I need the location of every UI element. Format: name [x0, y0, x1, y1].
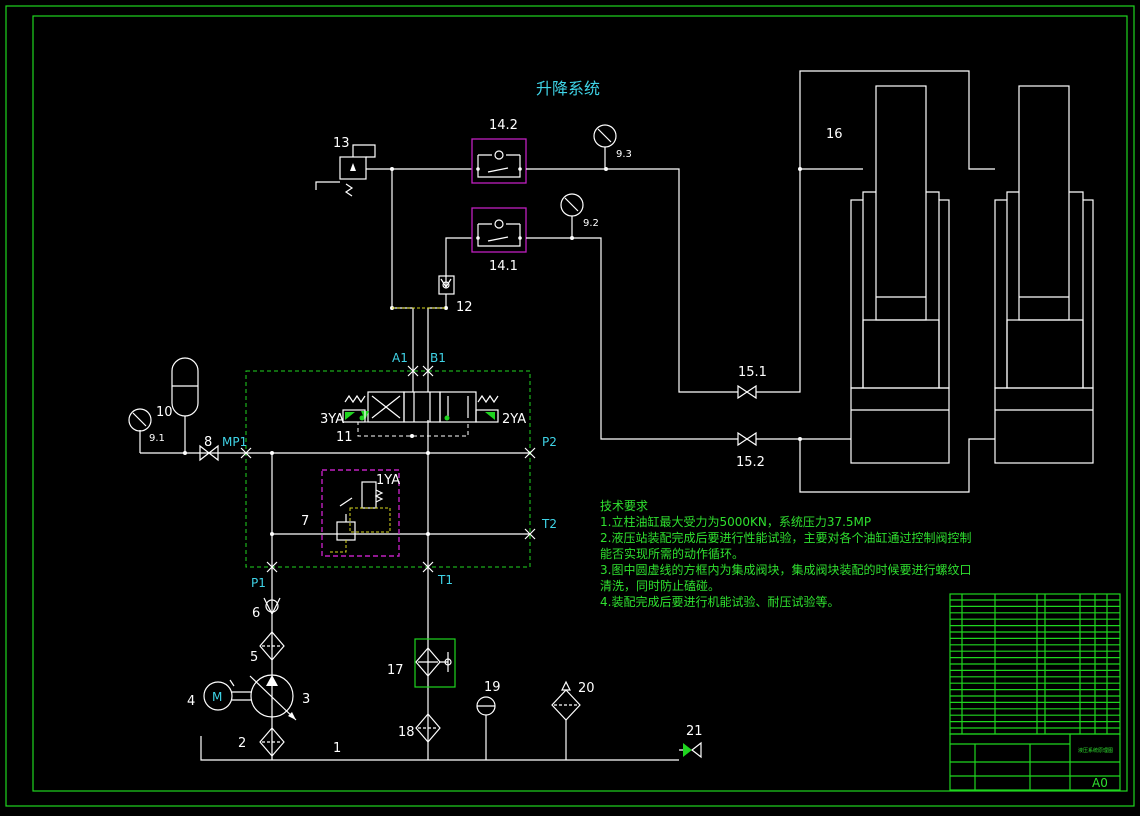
label-17: 17	[387, 663, 404, 678]
cooler-box	[414, 638, 456, 688]
diagram-title: 升降系统	[536, 79, 600, 98]
line-to-15-2	[526, 237, 738, 440]
label-5: 5	[250, 650, 258, 665]
tech-line: 3.图中圆虚线的方框内为集成阀块，集成阀块装配的时候要进行螺纹口	[600, 562, 971, 577]
port-b1-label: B1	[430, 351, 446, 365]
drain-valve-21	[679, 741, 702, 759]
solenoid-3ya-label: 3YA	[320, 412, 344, 427]
throttle-check-14-2	[476, 150, 522, 178]
pressure-gauge-9-3	[593, 124, 617, 169]
port-t2-label: T2	[541, 517, 557, 531]
tech-line: 1.立柱油缸最大受力为5000KN，系统压力37.5MP	[600, 514, 871, 529]
label-9-3: 9.3	[616, 149, 632, 160]
label-2: 2	[238, 736, 246, 751]
line-to-15-1	[526, 168, 738, 393]
label-16: 16	[826, 127, 843, 142]
inner-frame	[32, 15, 1128, 792]
label-13: 13	[333, 136, 350, 151]
filter-2	[259, 727, 285, 757]
parts-list-table	[949, 593, 1121, 735]
label-15-2: 15.2	[736, 455, 765, 470]
label-20: 20	[578, 681, 595, 696]
air-filter-20	[551, 680, 581, 760]
label-9-1: 9.1	[149, 433, 165, 444]
port-mp1-label: MP1	[222, 435, 247, 449]
throttle-check-14-1	[476, 219, 522, 247]
cylinder-16-right	[994, 85, 1094, 464]
label-6: 6	[252, 606, 260, 621]
tech-line: 清洗，同时防止磕碰。	[600, 578, 720, 593]
label-19: 19	[484, 680, 501, 695]
title-block: 液压系统原理图 A0	[949, 733, 1121, 791]
port-a1-label: A1	[392, 351, 408, 365]
relief-valve-box	[321, 469, 400, 557]
directional-valve-11	[342, 391, 499, 438]
line-cylinder-top	[756, 70, 995, 393]
solenoid-2ya-label: 2YA	[502, 412, 526, 427]
label-21: 21	[686, 724, 703, 739]
label-8: 8	[204, 435, 212, 450]
pressure-gauge-9-2	[560, 193, 584, 238]
label-7: 7	[301, 514, 309, 529]
pump-3	[249, 674, 297, 721]
label-18: 18	[398, 725, 415, 740]
port-p1-label: P1	[251, 576, 266, 590]
port-t1-label: T1	[437, 573, 453, 587]
manifold-block	[245, 370, 531, 568]
relief-valve-7	[330, 481, 391, 553]
label-15-1: 15.1	[738, 365, 767, 380]
label-11: 11	[336, 430, 353, 445]
tank-1	[200, 736, 679, 761]
ball-valve-8	[199, 444, 219, 462]
motor-4	[203, 679, 252, 711]
tech-heading: 技术要求	[600, 499, 648, 513]
throttle-box-14-2	[471, 138, 527, 184]
sheet-size: A0	[1092, 776, 1108, 790]
check-valve-6	[263, 597, 281, 616]
filter-5	[259, 631, 285, 661]
label-3: 3	[302, 692, 310, 707]
pressure-gauge-9-1	[128, 408, 152, 432]
accumulator-10	[171, 357, 199, 453]
pilot-check-valve-12	[438, 275, 455, 295]
label-10: 10	[156, 405, 173, 420]
cylinder-16-left	[850, 85, 950, 464]
outer-frame	[5, 5, 1135, 807]
throttle-box-14-1	[471, 207, 527, 253]
label-4: 4	[187, 694, 195, 709]
tech-line: 能否实现所需的动作循环。	[600, 546, 744, 561]
solenoid-1ya-label: 1YA	[376, 473, 400, 488]
motor-label: M	[212, 690, 222, 704]
ball-valve-15-2	[737, 431, 757, 447]
tech-line: 4.装配完成后要进行机能试验、耐压试验等。	[600, 594, 839, 609]
level-gauge-19	[476, 696, 496, 760]
line-cylinder-bottom	[756, 438, 995, 493]
tech-line: 2.液压站装配完成后要进行性能试验，主要对各个油缸通过控制阀控制	[600, 530, 971, 545]
ball-valve-15-1	[737, 384, 757, 400]
relief-valve-13	[315, 144, 392, 197]
port-p2-label: P2	[542, 435, 557, 449]
label-14-2: 14.2	[489, 118, 518, 133]
junction-dots	[183, 167, 802, 536]
tech-requirements: 技术要求 1.立柱油缸最大受力为5000KN，系统压力37.5MP 2.液压站装…	[600, 499, 971, 609]
filter-18	[415, 713, 441, 743]
drawing-name: 液压系统原理图	[1078, 747, 1113, 754]
label-14-1: 14.1	[489, 259, 518, 274]
label-12: 12	[456, 300, 473, 315]
label-9-2: 9.2	[583, 218, 599, 229]
cooler-17	[415, 647, 452, 677]
label-1: 1	[333, 741, 341, 756]
